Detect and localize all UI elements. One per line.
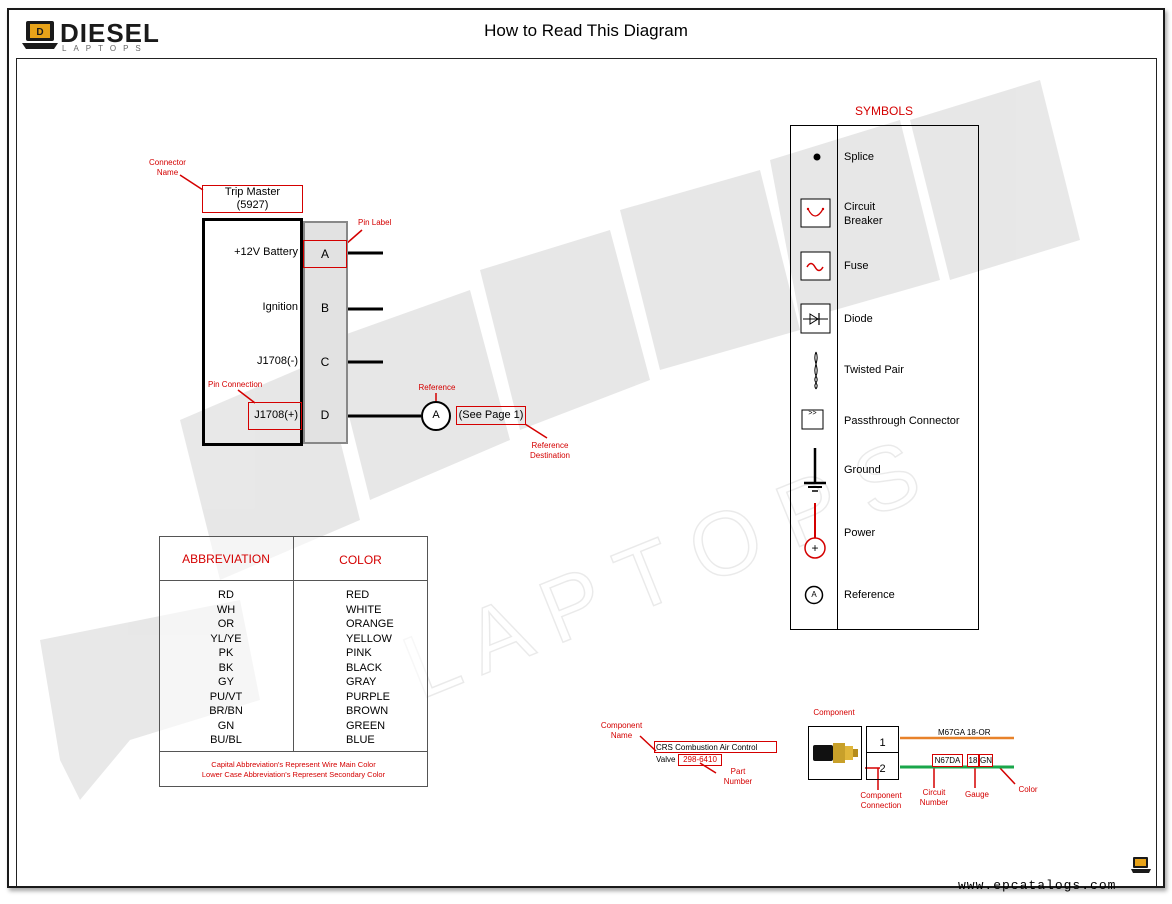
circuit-breaker-icon	[800, 198, 831, 228]
gauge-box	[967, 754, 979, 767]
color-column: RED WHITE ORANGE YELLOW PINK BLACK GRAY …	[346, 589, 394, 746]
component-name-callout: Component Name	[600, 721, 643, 740]
connector-name-callout: Connector Name	[149, 158, 186, 177]
component-connector-box	[866, 726, 899, 780]
component-box	[808, 726, 862, 780]
circuit-number-callout: Circuit Number	[919, 788, 949, 807]
pin-a: A	[320, 247, 329, 261]
abbreviation-column: RD WH OR YL/YE PK BK GY PU/VT BR/BN GN B…	[209, 589, 243, 746]
component-connection-callout: Component Connection	[860, 791, 902, 810]
reference-destination-callout: Reference Destination	[529, 441, 571, 460]
pin-c-label: J1708(-)	[257, 355, 298, 367]
symbols-title: SYMBOLS	[854, 104, 914, 118]
pin-label-box	[303, 240, 347, 268]
logo-word: DIESEL	[60, 18, 160, 48]
circuit-number: N67DA	[934, 756, 961, 765]
symbol-label-diode: Diode	[844, 313, 873, 325]
reference-circle-icon	[421, 401, 451, 431]
laptop-logo-icon: D	[22, 21, 58, 49]
pin-connection-box	[248, 402, 302, 430]
brand-logo: D DIESEL LAPTOPS	[20, 18, 165, 54]
inner-border-left	[16, 58, 17, 886]
connector-body	[202, 218, 303, 446]
color-table-footnote: Capital Abbreviation's Represent Wire Ma…	[201, 760, 386, 779]
passthrough-glyph: >>	[808, 410, 817, 417]
component-connector-divider	[866, 752, 899, 753]
color-table-column-divider	[293, 536, 294, 751]
reference-target: (See Page 1)	[458, 409, 524, 421]
power-glyph: +	[811, 541, 819, 555]
footer-logo-icon	[1131, 857, 1151, 873]
symbols-legend	[790, 125, 979, 630]
passthrough-connector-icon	[801, 409, 824, 430]
connector-name-line1: Trip Master	[224, 186, 281, 198]
page-frame	[7, 8, 1165, 888]
reference-target-box	[456, 406, 526, 425]
component-pin-2: 2	[879, 763, 886, 775]
component-callout: Component	[813, 708, 855, 717]
component-pin-1: 1	[879, 737, 886, 749]
part-number: 298-6410	[683, 755, 717, 764]
color-callout: Color	[1018, 785, 1038, 794]
connector-pin-housing	[303, 221, 348, 444]
wire1-label: M67GA 18-OR	[938, 728, 991, 737]
inner-border-right	[1156, 58, 1157, 886]
symbol-label-fuse: Fuse	[844, 260, 869, 272]
reference-glyph: A	[811, 590, 817, 599]
symbol-label-ground: Ground	[844, 464, 881, 476]
component-name-line1: CRS Combustion Air Control	[656, 743, 758, 752]
pin-d-label: J1708(+)	[254, 409, 298, 421]
fuse-icon	[800, 251, 831, 281]
component-name-box	[654, 741, 777, 753]
reference-icon	[804, 585, 824, 605]
color-box	[979, 754, 993, 767]
reference-callout: Reference	[418, 383, 456, 392]
pin-b-label: Ignition	[262, 301, 298, 313]
gauge: 18	[968, 756, 978, 765]
color-code: GN	[980, 756, 992, 765]
diode-icon	[800, 303, 831, 334]
circuit-number-box	[932, 754, 963, 767]
page-title: How to Read This Diagram	[484, 21, 688, 40]
website-watermark: www.epcatalogs.com	[958, 878, 1117, 893]
symbol-label-twisted-pair: Twisted Pair	[844, 364, 904, 376]
component-name-line2: Valve	[656, 755, 676, 764]
color-table-footer-divider	[159, 751, 428, 752]
logo-sub: LAPTOPS	[62, 44, 148, 53]
header-divider	[16, 58, 1156, 59]
pin-a-label: +12V Battery	[234, 246, 298, 258]
gauge-callout: Gauge	[964, 790, 990, 799]
twisted-pair-icon	[814, 351, 818, 390]
symbol-label-splice: Splice	[844, 151, 874, 163]
pin-connection-callout: Pin Connection	[208, 380, 263, 389]
splice-icon	[813, 153, 821, 161]
svg-text:D: D	[36, 27, 43, 38]
symbols-divider	[837, 125, 838, 630]
reference-letter: A	[432, 409, 440, 421]
pin-label-callout: Pin Label	[358, 218, 392, 227]
part-number-callout: Part Number	[723, 767, 753, 786]
symbol-label-passthrough: Passthrough Connector	[844, 415, 960, 427]
abbreviation-header: ABBREVIATION	[182, 552, 270, 566]
pin-c: C	[320, 355, 330, 369]
part-number-box	[678, 754, 722, 766]
symbol-label-circuit-breaker: Circuit Breaker	[844, 201, 883, 227]
color-header: COLOR	[339, 553, 382, 567]
ground-icon	[804, 448, 826, 492]
connector-name-box	[202, 185, 303, 213]
symbols-icons	[800, 153, 831, 605]
pin-d: D	[320, 408, 330, 422]
power-icon	[804, 503, 826, 559]
pin-b: B	[320, 301, 329, 315]
pressure-switch-icon	[813, 743, 858, 763]
symbol-label-reference: Reference	[844, 589, 895, 601]
connector-name-line2: (5927)	[236, 199, 269, 211]
connector-name-text: Trip Master (5927)	[202, 186, 303, 212]
symbol-label-power: Power	[844, 527, 876, 539]
